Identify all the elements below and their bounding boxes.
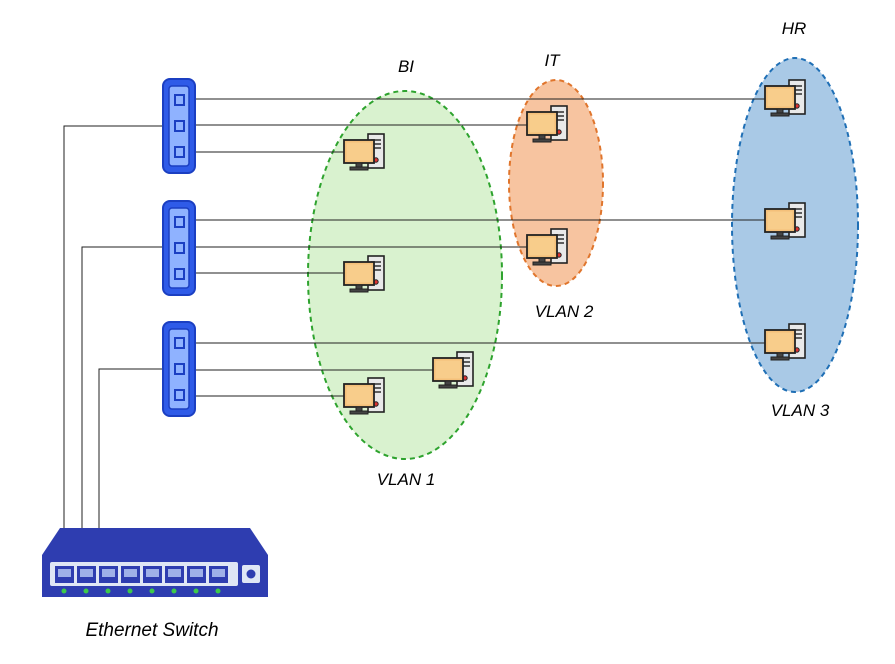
vlan1-bi-zone (307, 90, 503, 460)
group-title-it: IT (544, 51, 561, 70)
vlan2-label: VLAN 2 (535, 302, 594, 321)
group-title-hr: HR (782, 19, 807, 38)
ethernet-switch-icon (42, 528, 268, 597)
vlan3-label: VLAN 3 (771, 401, 830, 420)
group-title-bi: BI (398, 57, 414, 76)
switch-label: Ethernet Switch (85, 620, 218, 641)
network-hub-icon (162, 200, 196, 296)
network-hub-icon (162, 78, 196, 174)
vlan1-label: VLAN 1 (377, 470, 436, 489)
network-hub-icon (162, 321, 196, 417)
cable-lines (63, 98, 765, 530)
